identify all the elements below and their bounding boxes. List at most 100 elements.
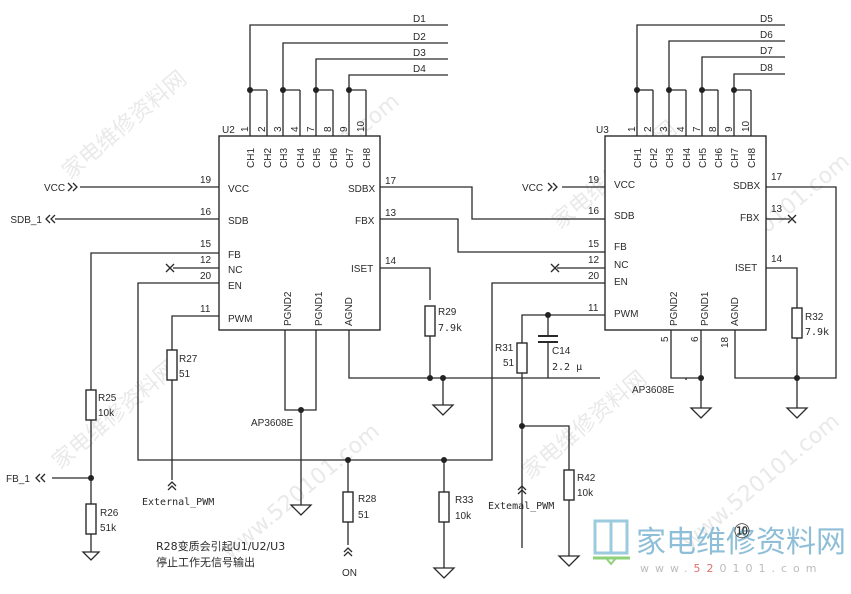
u3-pin-num: 9	[724, 126, 735, 132]
u3-bottom-label: AGND	[730, 297, 741, 326]
r29-value: 7.9k	[438, 323, 462, 334]
net-vcc-u2: VCC	[44, 183, 65, 194]
net-d7: D7	[760, 46, 773, 57]
u3-bottom-label: PGND1	[700, 291, 711, 326]
u2-ch-label: CH3	[279, 148, 290, 168]
u3-body	[604, 135, 767, 331]
u3-pin-num: 14	[771, 254, 783, 265]
u2-pin-num: 13	[385, 208, 397, 219]
r32-value: 7.9k	[805, 327, 829, 338]
u2-pin-name: NC	[228, 265, 242, 276]
r25-ref: R25	[98, 393, 117, 404]
u3-pin-name: FBX	[740, 213, 760, 224]
u2-pin-num: 1	[240, 126, 251, 132]
u2-pin-num: 4	[290, 126, 301, 132]
u2-ch-label: CH7	[345, 148, 356, 168]
u3-pin-num: 4	[676, 126, 687, 132]
r33-value: 10k	[455, 511, 472, 522]
capacitor-c14	[538, 335, 558, 343]
no-connect-icon	[787, 214, 797, 224]
u2-pin-name: VCC	[228, 184, 249, 195]
c14-value: 2.2 μ	[552, 362, 582, 373]
u2-pin-name: FB	[228, 250, 241, 261]
u3-ch-label: CH2	[649, 148, 660, 168]
ground-icon	[689, 407, 713, 419]
logo-url-prefix: www.	[640, 562, 693, 575]
u3-pin-name: FB	[614, 242, 627, 253]
watermark-text-cn: 家电维修资料网	[58, 66, 192, 184]
net-d6: D6	[760, 30, 773, 41]
page-marker: ⑩	[733, 519, 751, 543]
r42-value: 10k	[577, 488, 594, 499]
site-logo: 家电维修资料网 www.520101.com	[593, 519, 846, 575]
net-fb1: FB_1	[6, 474, 30, 485]
u3-ch-label: CH8	[747, 148, 758, 168]
u2-ch-label: CH2	[263, 148, 274, 168]
ic-u3: U3 D5 D6 D7 D8 1 2	[588, 14, 785, 396]
u3-pin-num: 12	[588, 255, 600, 266]
resistor-r42	[563, 469, 575, 501]
u2-pin-num: 17	[385, 176, 397, 187]
u3-ch-label: CH6	[714, 148, 725, 168]
r25-value: 10k	[98, 408, 115, 419]
r29-ref: R29	[438, 307, 457, 318]
u2-part-number: AP3608E	[251, 418, 294, 429]
resistor-r29	[424, 305, 436, 337]
u2-pin-num: 16	[200, 207, 212, 218]
u2-pin-num: 20	[200, 271, 212, 282]
ground-icon	[785, 407, 809, 419]
u2-pin-name: EN	[228, 281, 242, 292]
r31-ref: R31	[495, 343, 514, 354]
u3-pin-num: 18	[720, 336, 731, 348]
r42-ref: R42	[577, 473, 596, 484]
u2-body	[218, 135, 381, 331]
r27-ref: R27	[179, 354, 198, 365]
u3-pin-name: PWM	[614, 309, 638, 320]
u3-pin-num: 16	[588, 206, 600, 217]
u3-pin-num: 7	[692, 126, 703, 132]
external-pwm-connector-icon	[517, 485, 527, 495]
u3-pin-num: 20	[588, 271, 600, 282]
logo-url: www.520101.com	[640, 562, 822, 575]
ground-icon	[431, 404, 455, 416]
ground-icon	[81, 551, 101, 561]
ground-icon	[432, 567, 456, 579]
no-connect-icon	[165, 263, 175, 273]
resistor-r25	[85, 389, 97, 421]
resistor-r32	[791, 307, 803, 339]
u3-ch-label: CH3	[665, 148, 676, 168]
u3-pin-num: 13	[771, 204, 783, 215]
u3-pin-num: 1	[627, 126, 638, 132]
ground-icon	[289, 504, 313, 516]
u2-pin-name: SDBX	[348, 184, 376, 195]
u2-pin-num: 7	[306, 126, 317, 132]
u2-pin-name: ISET	[351, 264, 373, 275]
r32-ref: R32	[805, 312, 824, 323]
net-d8: D8	[760, 63, 773, 74]
r26-value: 51k	[100, 523, 117, 534]
u3-ch-label: CH1	[633, 148, 644, 168]
resistor-r27	[166, 349, 178, 381]
u2-ref: U2	[222, 125, 235, 136]
r33-ref: R33	[455, 495, 474, 506]
u2-bottom-label: AGND	[344, 297, 355, 326]
u3-ch-label: CH5	[698, 148, 709, 168]
u3-pin-num: 6	[690, 336, 701, 342]
u3-pin-name: ISET	[735, 263, 757, 274]
u2-pin-num: 3	[273, 126, 284, 132]
u2-pin-name: FBX	[355, 216, 375, 227]
u2-pin-num: 2	[257, 126, 268, 132]
logo-url-red: 52	[693, 562, 719, 575]
vcc-connector-icon	[67, 182, 78, 192]
r27-value: 51	[179, 369, 191, 380]
u3-ref: U3	[596, 125, 609, 136]
net-d3: D3	[413, 48, 426, 59]
sdb-connector-icon	[45, 214, 56, 224]
net-external-pwm-2: Extemal_PWM	[488, 501, 554, 512]
resistor-r33	[438, 491, 450, 523]
resistor-r31	[516, 342, 528, 374]
u3-pin-name: SDBX	[733, 181, 761, 192]
u3-pin-num: 15	[588, 239, 600, 250]
net-d4: D4	[413, 64, 426, 75]
